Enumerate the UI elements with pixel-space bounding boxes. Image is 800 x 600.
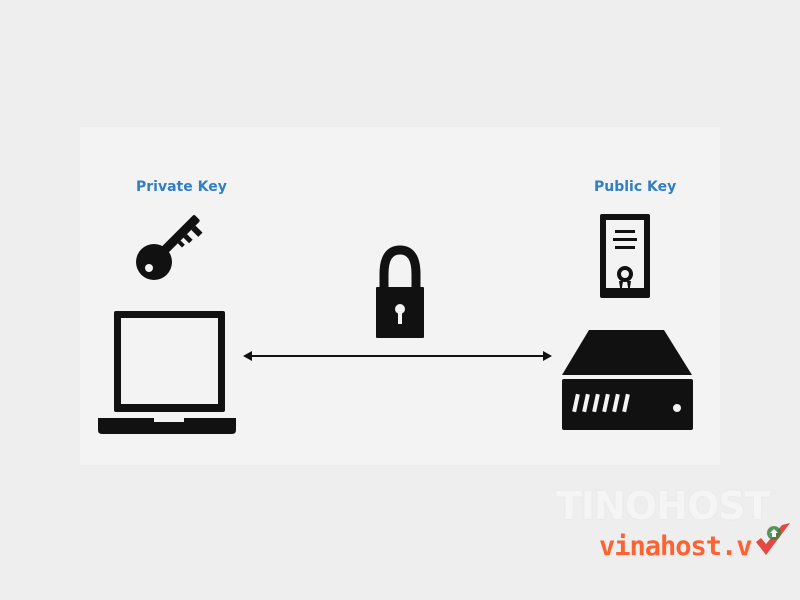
checkmark-icon: [756, 523, 790, 555]
certificate-icon: [600, 214, 650, 298]
watermark-bottom-text: vinahost.v: [599, 531, 753, 562]
watermark: TINOHOST vinahost.v: [548, 484, 798, 584]
public-key-label: Public Key: [594, 179, 677, 195]
watermark-top-text: TINOHOST: [556, 484, 771, 528]
private-key-label: Private Key: [136, 179, 227, 195]
laptop-icon: [98, 311, 236, 434]
double-arrow-icon: [243, 351, 552, 361]
server-icon: [562, 330, 693, 430]
padlock-icon: [376, 245, 424, 338]
key-icon: [136, 215, 203, 280]
